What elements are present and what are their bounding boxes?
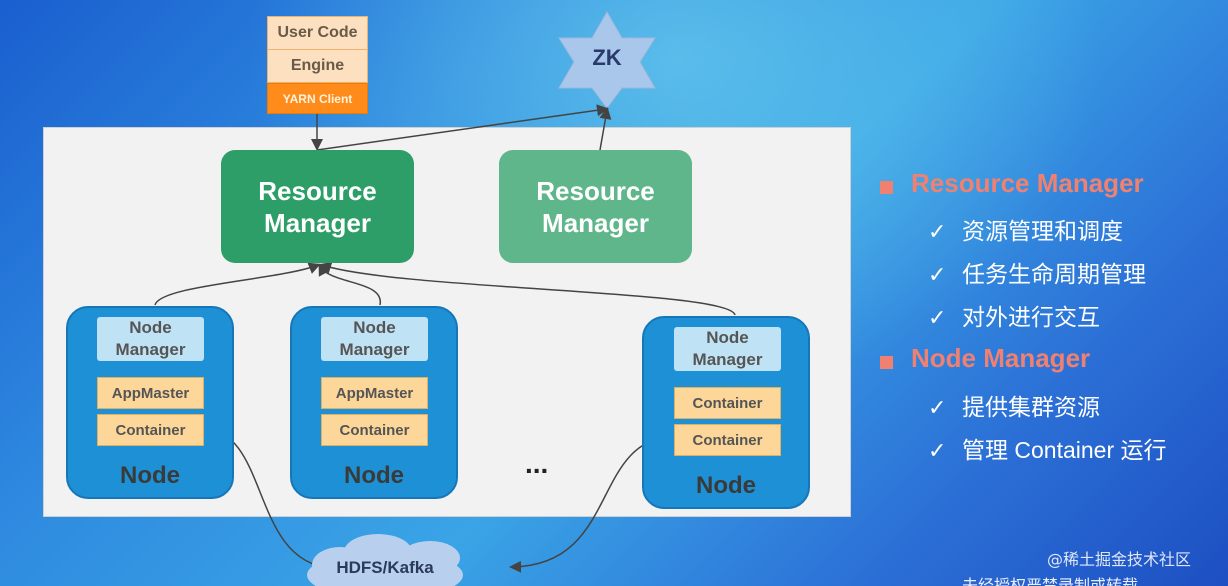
node-manager-label: Node Manager xyxy=(321,317,428,361)
container-chip: Container xyxy=(97,414,204,446)
yarn-client-box: YARN Client xyxy=(267,83,368,114)
nm1-to-rm-line xyxy=(154,262,321,306)
site-watermark: @稀土掘金技术社区 xyxy=(1047,550,1192,569)
user-code-box: User Code xyxy=(267,16,368,50)
container-chip: Container xyxy=(674,424,781,456)
resource-manager-active: Resource Manager xyxy=(221,150,414,263)
node-title: Node xyxy=(120,462,180,489)
standby-to-zk-line xyxy=(599,107,612,151)
appmaster-chip: AppMaster xyxy=(321,377,428,409)
square-bullet-icon xyxy=(880,181,893,195)
legend-item-text: 提供集群资源 xyxy=(962,394,1100,420)
legend-nm-title: Node Manager xyxy=(911,343,1091,373)
hdfs-cloud-shape xyxy=(307,534,463,586)
appmaster-chip: AppMaster xyxy=(97,377,204,409)
container-chip: Container xyxy=(674,387,781,419)
legend-item-text: 对外进行交互 xyxy=(962,304,1100,330)
legend-item: ✓ 对外进行交互 xyxy=(928,298,1100,332)
legend-item-text: 管理 Container 运行 xyxy=(962,437,1167,463)
legend-nm-heading: Node Manager xyxy=(880,343,1090,374)
check-icon: ✓ xyxy=(928,438,947,463)
node-title: Node xyxy=(696,472,756,499)
node-3: Node Manager Container Container Node xyxy=(642,316,810,509)
engine-box: Engine xyxy=(267,50,368,83)
legend-item: ✓ 资源管理和调度 xyxy=(928,212,1123,246)
check-icon: ✓ xyxy=(928,262,947,287)
rm-to-zk-line xyxy=(316,104,609,151)
check-icon: ✓ xyxy=(928,395,947,420)
node-1: Node Manager AppMaster Container Node xyxy=(66,306,234,499)
container-chip: Container xyxy=(321,414,428,446)
legend-item-text: 资源管理和调度 xyxy=(962,218,1123,244)
node-manager-label: Node Manager xyxy=(674,327,781,371)
check-icon: ✓ xyxy=(928,305,947,330)
legend-item-text: 任务生命周期管理 xyxy=(962,261,1146,287)
legend-item: ✓ 任务生命周期管理 xyxy=(928,255,1146,289)
copyright-watermark: 未经授权严禁录制或转载 xyxy=(962,576,1139,586)
resource-manager-standby: Resource Manager xyxy=(499,150,692,263)
check-icon: ✓ xyxy=(928,219,947,244)
legend-rm-heading: Resource Manager xyxy=(880,168,1144,199)
more-nodes-ellipsis: ... xyxy=(525,448,549,479)
square-bullet-icon xyxy=(880,356,893,370)
legend-rm-title: Resource Manager xyxy=(911,168,1144,198)
zk-label: ZK xyxy=(592,45,622,70)
nm3-to-rm-line xyxy=(319,262,736,316)
hdfs-kafka-label: HDFS/Kafka xyxy=(336,558,434,577)
node-manager-label: Node Manager xyxy=(97,317,204,361)
node-title: Node xyxy=(344,462,404,489)
legend-item: ✓ 提供集群资源 xyxy=(928,388,1100,422)
legend-item: ✓ 管理 Container 运行 xyxy=(928,431,1167,465)
node-2: Node Manager AppMaster Container Node xyxy=(290,306,458,499)
